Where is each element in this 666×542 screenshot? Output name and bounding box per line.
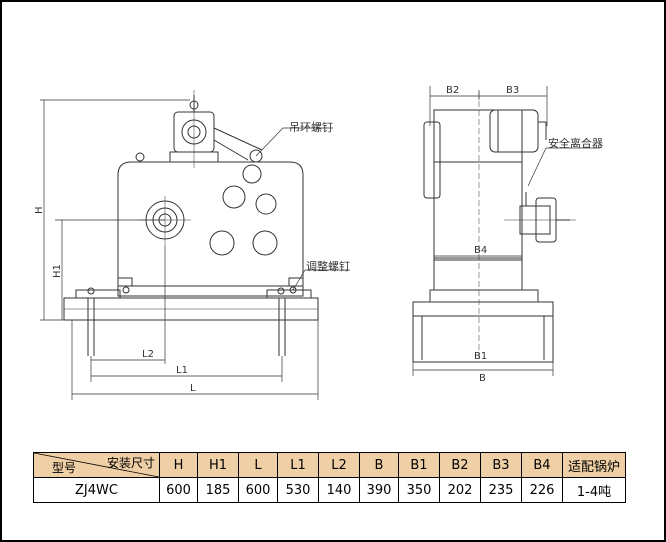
value-cell: 202	[439, 477, 481, 503]
corner-top-label: 安装尺寸	[106, 456, 155, 470]
spec-row: ZJ4WC 600 185 600 530 140 390 350 202 23…	[33, 477, 626, 503]
dim-label-L1: L1	[176, 365, 188, 376]
value-cell: 600	[159, 477, 198, 503]
dim-label-H: H	[34, 206, 45, 214]
value-cell: 140	[318, 477, 360, 503]
side-view	[412, 92, 600, 363]
side-dimensions	[412, 86, 554, 376]
col-header: B	[359, 452, 399, 478]
col-header: H1	[197, 452, 239, 478]
value-cell: 185	[197, 477, 239, 503]
dim-label-B4: B4	[474, 245, 487, 256]
col-header: 适配锅炉	[562, 452, 626, 478]
col-header: L	[238, 452, 278, 478]
dim-label-B: B	[479, 373, 486, 384]
value-cell: 226	[521, 477, 563, 503]
col-header: B1	[398, 452, 440, 478]
col-header: B3	[480, 452, 522, 478]
value-cell: 235	[480, 477, 522, 503]
col-header: B2	[439, 452, 481, 478]
front-left-foot	[75, 289, 121, 299]
value-cell: 530	[277, 477, 319, 503]
col-header: L1	[277, 452, 319, 478]
side-motor	[489, 109, 539, 153]
col-header: H	[159, 452, 198, 478]
col-header: L2	[318, 452, 360, 478]
value-cell: 600	[238, 477, 278, 503]
front-right-foot	[266, 289, 312, 299]
lifting-bolt-label: 吊环螺钉	[289, 121, 333, 134]
corner-bottom-label: 型号	[52, 461, 77, 475]
front-view	[63, 90, 350, 356]
dim-label-L: L	[190, 383, 196, 394]
spec-header-row: 安装尺寸 型号 H H1 L L1 L2 B B1 B2 B3 B4 适配锅炉	[33, 452, 626, 478]
side-body-lower	[433, 257, 523, 291]
side-body	[433, 109, 523, 261]
dim-label-B3: B3	[506, 85, 519, 96]
front-housing	[117, 161, 304, 297]
spec-corner-cell: 安装尺寸 型号	[33, 452, 160, 478]
dim-label-B2: B2	[446, 85, 459, 96]
dim-label-L2: L2	[142, 349, 154, 360]
side-flange	[423, 121, 441, 199]
col-header: B4	[521, 452, 563, 478]
value-cell: 1-4吨	[562, 477, 626, 503]
value-cell: 350	[398, 477, 440, 503]
safety-clutch-label: 安全离合器	[548, 136, 603, 150]
adjusting-bolt-label: 调整螺钉	[306, 259, 350, 273]
front-dimensions	[40, 99, 319, 400]
dim-label-B1: B1	[474, 351, 487, 362]
dim-label-H1: H1	[52, 264, 63, 278]
value-cell: 390	[359, 477, 399, 503]
spec-table: 安装尺寸 型号 H H1 L L1 L2 B B1 B2 B3 B4 适配锅炉 …	[33, 452, 626, 503]
model-cell: ZJ4WC	[33, 477, 160, 503]
